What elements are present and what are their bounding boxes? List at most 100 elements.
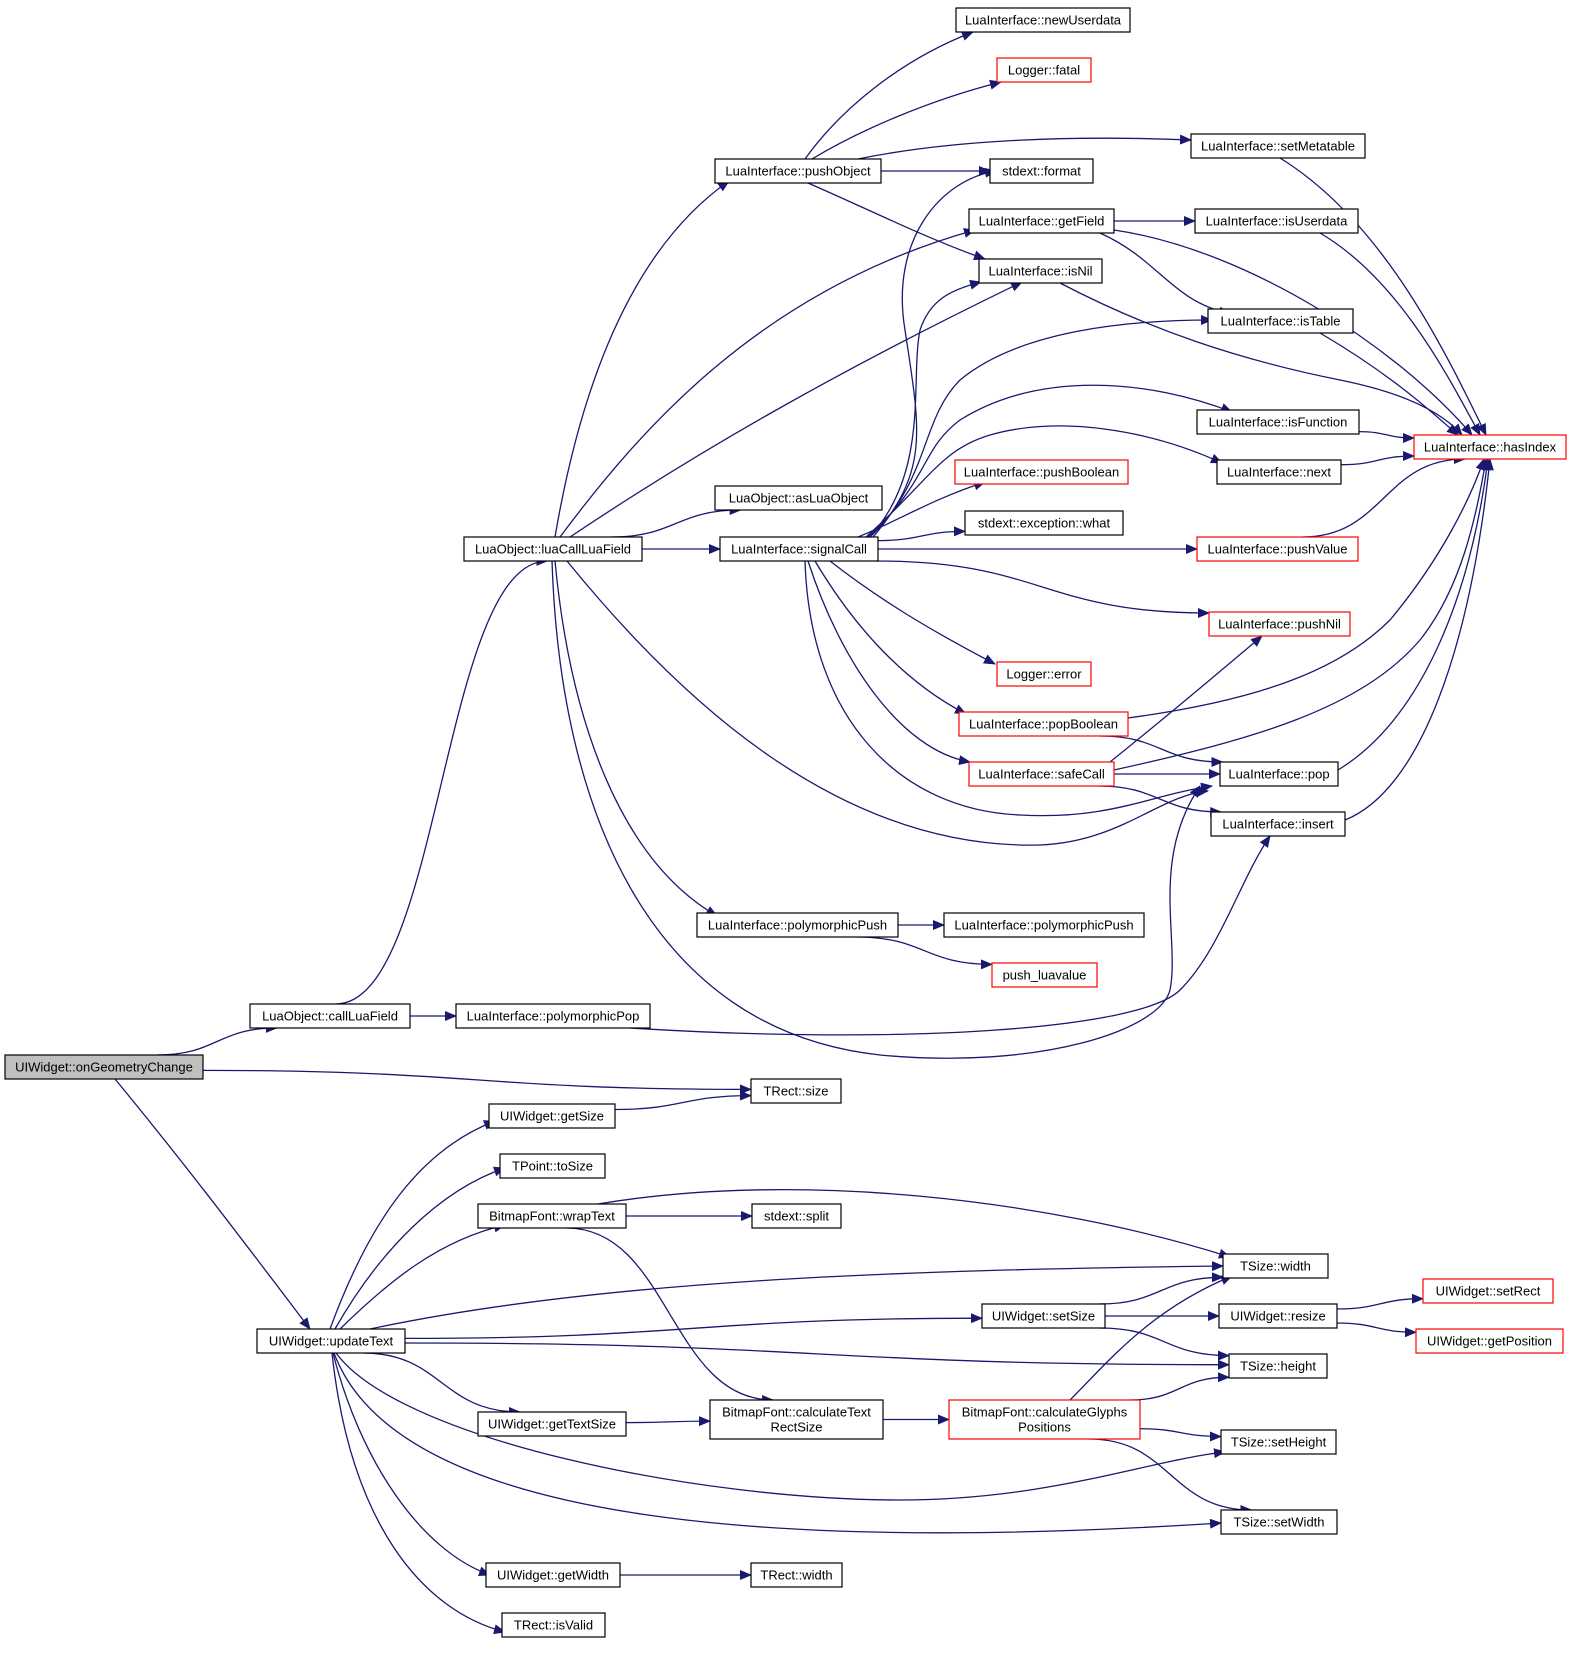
node-label: UIWidget::setRect xyxy=(1436,1284,1541,1299)
node-box xyxy=(1413,434,1567,460)
node-pop[interactable]: LuaInterface::pop xyxy=(1219,761,1339,787)
node-isUserdata[interactable]: LuaInterface::isUserdata xyxy=(1194,208,1359,234)
edge-updateText-to-toSize xyxy=(334,1166,506,1330)
node-getWidth[interactable]: UIWidget::getWidth xyxy=(485,1562,621,1588)
node-setMetatable[interactable]: LuaInterface::setMetatable xyxy=(1190,133,1366,159)
node-setWidth[interactable]: TSize::setWidth xyxy=(1220,1509,1338,1535)
edge-updateText-to-setHeight xyxy=(335,1352,1226,1501)
node-box xyxy=(499,1153,606,1179)
node-label: UIWidget::onGeometryChange xyxy=(15,1060,193,1075)
node-label: TSize::height xyxy=(1240,1359,1316,1374)
node-box xyxy=(249,1003,411,1029)
node-next[interactable]: LuaInterface::next xyxy=(1216,459,1342,485)
node-resize[interactable]: UIWidget::resize xyxy=(1218,1303,1338,1329)
node-exceptionWhat[interactable]: stdext::exception::what xyxy=(964,510,1124,536)
edge-isFunction-to-hasIndex xyxy=(1358,430,1415,443)
node-newUserdata[interactable]: LuaInterface::newUserdata xyxy=(955,7,1131,33)
node-label: TSize::setHeight xyxy=(1231,1435,1327,1450)
node-safeCall[interactable]: LuaInterface::safeCall xyxy=(968,761,1115,787)
node-isTable[interactable]: LuaInterface::isTable xyxy=(1207,308,1354,334)
edges-layer xyxy=(114,31,1494,1635)
node-box xyxy=(477,1411,627,1437)
node-label: BitmapFont::wrapText xyxy=(489,1209,615,1224)
node-box xyxy=(501,1612,606,1638)
node-sizeWidth[interactable]: TSize::width xyxy=(1222,1253,1329,1279)
node-setHeight[interactable]: TSize::setHeight xyxy=(1220,1429,1337,1455)
node-pushNil[interactable]: LuaInterface::pushNil xyxy=(1208,611,1351,637)
node-pushBoolean[interactable]: LuaInterface::pushBoolean xyxy=(954,459,1129,485)
node-box xyxy=(709,1399,884,1440)
node-asLuaObject[interactable]: LuaObject::asLuaObject xyxy=(714,485,883,511)
node-isFunction[interactable]: LuaInterface::isFunction xyxy=(1196,409,1360,435)
node-setRect[interactable]: UIWidget::setRect xyxy=(1422,1278,1554,1304)
node-pushObject[interactable]: LuaInterface::pushObject xyxy=(714,158,882,184)
node-rectWidth[interactable]: TRect::width xyxy=(750,1562,843,1588)
node-label: LuaInterface::safeCall xyxy=(978,767,1105,782)
edge-getSize-to-rectSize xyxy=(614,1090,752,1111)
node-sizeHeight[interactable]: TSize::height xyxy=(1228,1353,1328,1379)
node-box xyxy=(463,536,643,562)
node-label: LuaInterface::isUserdata xyxy=(1206,214,1348,229)
edge-luaCallLuaField-to-pop xyxy=(551,560,1201,1059)
node-getSize[interactable]: UIWidget::getSize xyxy=(488,1103,616,1129)
node-luaCallLuaField[interactable]: LuaObject::luaCallLuaField xyxy=(463,536,643,562)
node-polymorphicPop[interactable]: LuaInterface::polymorphicPop xyxy=(455,1003,651,1029)
node-label: LuaInterface::getField xyxy=(979,214,1105,229)
node-isNil[interactable]: LuaInterface::isNil xyxy=(978,258,1103,284)
node-rectSize[interactable]: TRect::size xyxy=(750,1078,842,1104)
edge-polymorphicPop-to-insert xyxy=(629,835,1271,1036)
edge-next-to-hasIndex xyxy=(1340,451,1415,466)
node-loggerError[interactable]: Logger::error xyxy=(996,661,1092,687)
edge-isTable-to-hasIndex xyxy=(1319,332,1459,436)
node-isValid[interactable]: TRect::isValid xyxy=(501,1612,606,1638)
node-label: LuaInterface::polymorphicPush xyxy=(954,918,1133,933)
node-label: UIWidget::resize xyxy=(1230,1309,1325,1324)
node-label: stdext::exception::what xyxy=(978,516,1111,531)
node-label: LuaInterface::insert xyxy=(1222,817,1334,832)
node-polymorphicPush1[interactable]: LuaInterface::polymorphicPush xyxy=(696,912,899,938)
node-popBoolean[interactable]: LuaInterface::popBoolean xyxy=(958,711,1129,737)
node-box xyxy=(989,158,1094,184)
edge-luaCallLuaField-to-pushObject xyxy=(554,180,730,538)
node-split[interactable]: stdext::split xyxy=(751,1203,842,1229)
node-label: LuaInterface::isNil xyxy=(988,264,1092,279)
node-getField[interactable]: LuaInterface::getField xyxy=(968,208,1115,234)
node-pushLuavalue[interactable]: push_luavalue xyxy=(991,962,1098,988)
node-insert[interactable]: LuaInterface::insert xyxy=(1210,811,1346,837)
node-getTextSize[interactable]: UIWidget::getTextSize xyxy=(477,1411,627,1437)
edge-getField-to-hasIndex xyxy=(1113,229,1473,436)
node-pushValue[interactable]: LuaInterface::pushValue xyxy=(1196,536,1359,562)
edge-signalCall-to-pushBoolean xyxy=(857,480,986,538)
edge-isUserdata-to-hasIndex xyxy=(1319,232,1481,436)
node-box xyxy=(4,1054,204,1080)
node-label: LuaInterface::pushValue xyxy=(1208,542,1348,557)
node-box xyxy=(1228,1353,1328,1379)
node-loggerFatal[interactable]: Logger::fatal xyxy=(996,57,1092,83)
node-signalCall[interactable]: LuaInterface::signalCall xyxy=(719,536,879,562)
node-polymorphicPush2[interactable]: LuaInterface::polymorphicPush xyxy=(943,912,1145,938)
node-format[interactable]: stdext::format xyxy=(989,158,1094,184)
node-hasIndex[interactable]: LuaInterface::hasIndex xyxy=(1413,434,1567,460)
node-callLuaField[interactable]: LuaObject::callLuaField xyxy=(249,1003,411,1029)
node-updateText[interactable]: UIWidget::updateText xyxy=(256,1328,406,1354)
node-wrapText[interactable]: BitmapFont::wrapText xyxy=(477,1203,627,1229)
node-box xyxy=(996,661,1092,687)
node-label: push_luavalue xyxy=(1003,968,1087,983)
edge-signalCall-to-isNil xyxy=(869,279,982,538)
node-label: UIWidget::getSize xyxy=(500,1109,604,1124)
edge-updateText-to-isValid xyxy=(331,1352,506,1635)
node-box xyxy=(1216,459,1342,485)
node-getPosition[interactable]: UIWidget::getPosition xyxy=(1415,1328,1564,1354)
edge-calcGlyphs-to-setHeight xyxy=(1139,1428,1222,1442)
node-toSize[interactable]: TPoint::toSize xyxy=(499,1153,606,1179)
edge-updateText-to-getSize xyxy=(329,1120,496,1330)
node-box xyxy=(751,1203,842,1229)
node-onGeometryChange[interactable]: UIWidget::onGeometryChange xyxy=(4,1054,204,1080)
node-setSize[interactable]: UIWidget::setSize xyxy=(981,1303,1106,1329)
edge-safeCall-to-hasIndex xyxy=(1113,458,1490,771)
node-label: stdext::split xyxy=(764,1209,829,1224)
edge-luaCallLuaField-to-pop xyxy=(566,560,1209,846)
